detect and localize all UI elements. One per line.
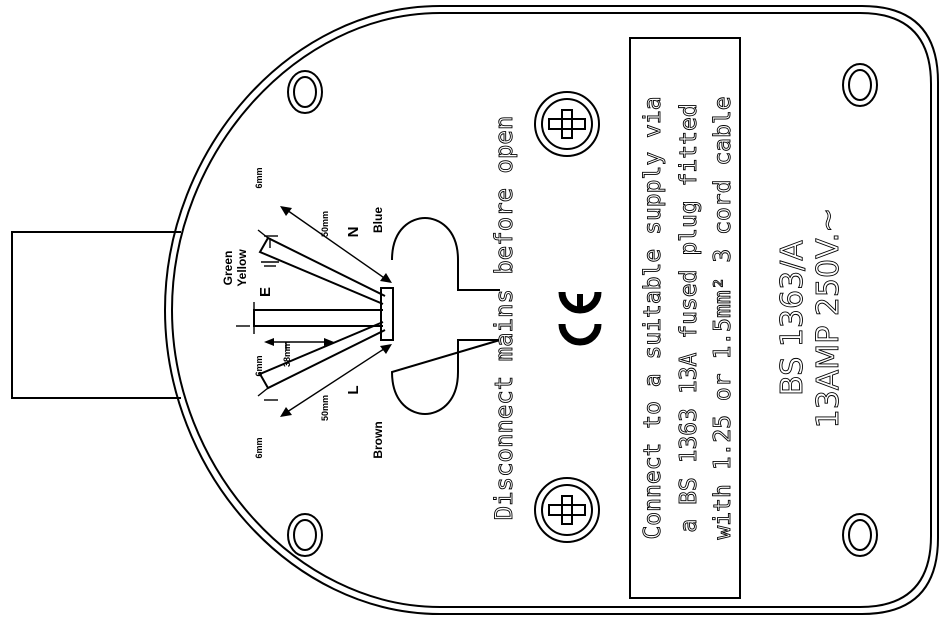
earth-colour-bottom-label: Yellow xyxy=(235,249,249,287)
mounting-hole-icon xyxy=(287,513,323,557)
screw-icon xyxy=(534,477,600,543)
wiring-diagram xyxy=(236,206,394,417)
instruction-line-2: a BS 1363 13A fused plug fitted xyxy=(676,103,702,532)
live-end-label: 6mm xyxy=(254,437,264,458)
mounting-hole-icon xyxy=(842,513,878,557)
instruction-box xyxy=(629,37,741,599)
neutral-strip-label: 50mm xyxy=(320,211,330,237)
earth-end-label: 6mm xyxy=(254,355,264,376)
rating-label: 13AMP 250V.~ xyxy=(811,208,846,429)
cable-outline xyxy=(11,231,181,399)
earth-terminal-label: E xyxy=(257,287,274,297)
screw-icon xyxy=(534,91,600,157)
live-colour-label: Brown xyxy=(371,421,385,458)
warning-text: Disconnect mains before open xyxy=(490,116,518,521)
mounting-hole-icon xyxy=(287,70,323,114)
earth-colour-top-label: Green xyxy=(221,251,235,286)
instruction-line-1: Connect to a suitable supply via xyxy=(640,96,666,539)
housing-inner-outline xyxy=(170,12,932,608)
earth-symbol-icon xyxy=(261,238,279,267)
neutral-colour-label: Blue xyxy=(371,207,385,233)
live-terminal-label: L xyxy=(345,385,362,394)
housing-outline xyxy=(163,5,939,615)
neutral-end-label: 6mm xyxy=(254,167,264,188)
standard-label: BS 1363/A xyxy=(775,240,810,396)
ce-mark-icon xyxy=(558,291,602,346)
neutral-terminal-label: N xyxy=(345,227,362,238)
earth-strip-label: 38mm xyxy=(282,341,292,367)
instruction-line-3: with 1.25 or 1.5mm² 3 cord cable xyxy=(710,96,736,539)
live-strip-label: 50mm xyxy=(320,395,330,421)
mounting-hole-icon xyxy=(842,63,878,107)
cable-grip-outline xyxy=(390,216,501,416)
